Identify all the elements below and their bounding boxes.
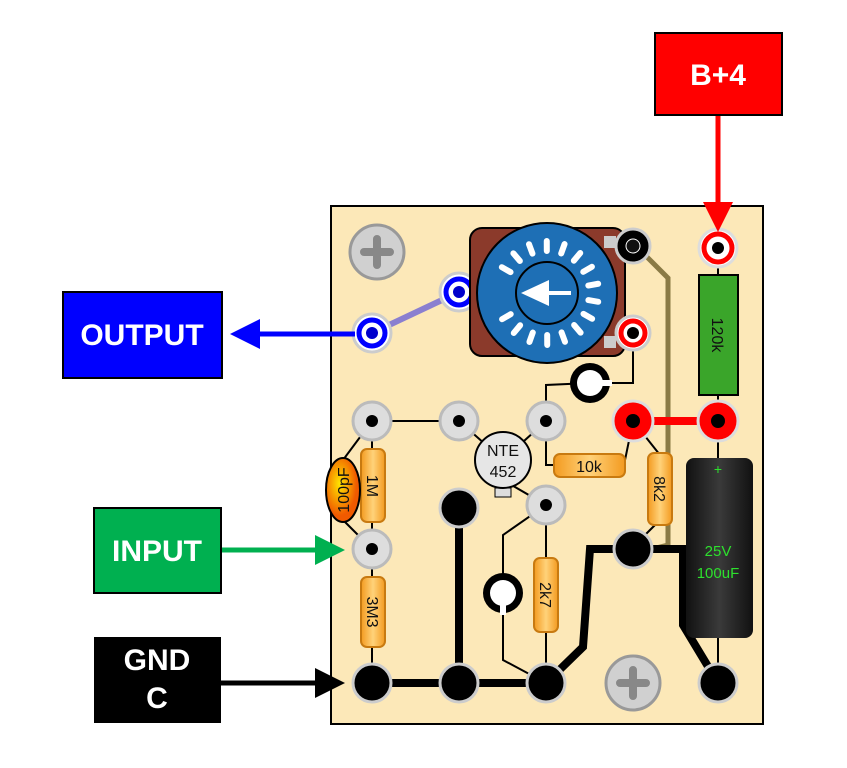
pad-black — [612, 528, 654, 570]
pad-red — [696, 399, 740, 443]
polarity-mark: + — [714, 461, 722, 477]
pot-tick — [499, 311, 514, 323]
pot-tick — [585, 280, 602, 289]
pot-tick — [580, 263, 595, 275]
pad-black — [525, 662, 567, 704]
pot-tick — [510, 250, 523, 264]
pad-red — [697, 227, 739, 269]
input-label-box: INPUT — [93, 507, 222, 594]
pad — [525, 484, 567, 526]
pad — [438, 400, 480, 442]
capacitor-value: 100uF — [697, 565, 740, 582]
pad — [351, 400, 393, 442]
resistor-label: 120k — [708, 318, 725, 354]
pot-tick — [510, 322, 524, 336]
resistor-1m: 1M — [360, 448, 386, 523]
ground-label-line2: C — [146, 682, 168, 715]
pads — [351, 227, 740, 704]
pad-red — [611, 399, 655, 443]
pot-tick — [571, 322, 584, 336]
pot-scale-ticks — [498, 238, 602, 348]
transistor: NTE 452 — [474, 431, 532, 498]
potentiometer[interactable] — [469, 222, 652, 364]
ground-label-box: GND C — [94, 637, 221, 723]
capacitor-voltage: 25V — [705, 543, 732, 560]
supply-label: B+4 — [690, 59, 746, 92]
pad-black — [438, 487, 480, 529]
transistor-label-line1: NTE — [487, 443, 519, 460]
ground-label-line1: GND — [124, 644, 191, 677]
output-label: OUTPUT — [80, 319, 203, 352]
output-label-box: OUTPUT — [62, 291, 223, 379]
resistor-120k: 120k — [698, 274, 739, 396]
resistor-label: 8k2 — [650, 476, 667, 502]
trimmer[interactable] — [483, 573, 523, 615]
resistor-10k: 10k — [553, 453, 626, 478]
pot-tick — [526, 329, 536, 345]
resistor-label: 1M — [363, 475, 380, 497]
resistor-2k7: 2k7 — [533, 557, 559, 633]
input-label: INPUT — [112, 535, 202, 568]
pad — [525, 400, 567, 442]
pot-tick — [558, 329, 569, 345]
resistor-8k2: 8k2 — [647, 452, 673, 526]
pot-tick — [580, 310, 596, 322]
pad-black — [697, 662, 739, 704]
screw-icon — [348, 223, 406, 281]
resistor-3m3: 3M3 — [360, 576, 386, 648]
pad-black — [351, 662, 393, 704]
capacitor-100pf: 100pF — [325, 457, 361, 523]
resistor-label: 3M3 — [363, 596, 380, 627]
transistor-label-line2: 452 — [490, 464, 517, 481]
pad — [351, 528, 393, 570]
resistor-label: 2k7 — [536, 582, 553, 608]
supply-label-box: B+4 — [654, 32, 783, 116]
pot-tick — [585, 297, 602, 305]
electrolytic-capacitor: + 25V 100uF — [686, 458, 753, 638]
resistor-label: 10k — [576, 459, 603, 476]
trimmer[interactable] — [570, 363, 612, 403]
arrow-left-icon — [521, 280, 571, 306]
pad-black — [438, 662, 480, 704]
screw-icon — [604, 654, 662, 712]
pot-tick — [498, 264, 514, 276]
pad-blue — [351, 312, 393, 354]
pot-tick — [525, 241, 536, 257]
capacitor-label: 100pF — [336, 467, 353, 513]
pot-tick — [558, 241, 568, 257]
pot-tick — [570, 250, 584, 264]
